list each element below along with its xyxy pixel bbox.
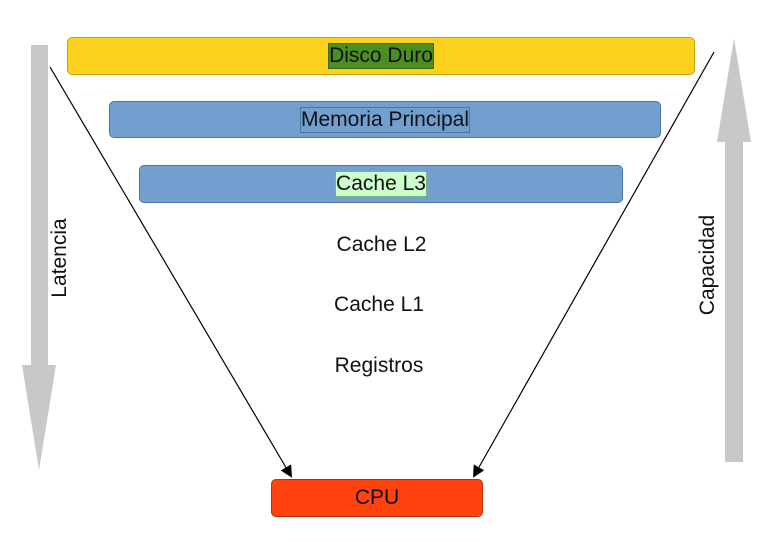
level-cache-l3: Cache L3 — [139, 165, 623, 203]
capacity-arrow — [717, 38, 751, 462]
level-label: Memoria Principal — [299, 106, 471, 133]
cpu-box: CPU — [271, 479, 483, 517]
capacity-label: Capacidad — [696, 214, 719, 316]
latency-label: Latencia — [48, 218, 71, 298]
level-label: Cache L3 — [335, 171, 427, 197]
level-label: Cache L1 — [334, 293, 424, 316]
latency-arrow — [22, 45, 56, 470]
level-label: Registros — [334, 353, 424, 377]
funnel-line-right — [473, 51, 715, 478]
level-cache-l2: Cache L2 — [173, 226, 590, 263]
funnel-line-left — [49, 66, 293, 478]
level-disco-duro: Disco Duro — [67, 37, 695, 75]
cpu-label: CPU — [354, 486, 400, 509]
level-label: Disco Duro — [328, 43, 434, 69]
level-memoria-principal: Memoria Principal — [109, 101, 661, 138]
level-registros: Registros — [241, 347, 517, 384]
level-cache-l1: Cache L1 — [207, 286, 551, 324]
level-label: Cache L2 — [336, 232, 427, 256]
